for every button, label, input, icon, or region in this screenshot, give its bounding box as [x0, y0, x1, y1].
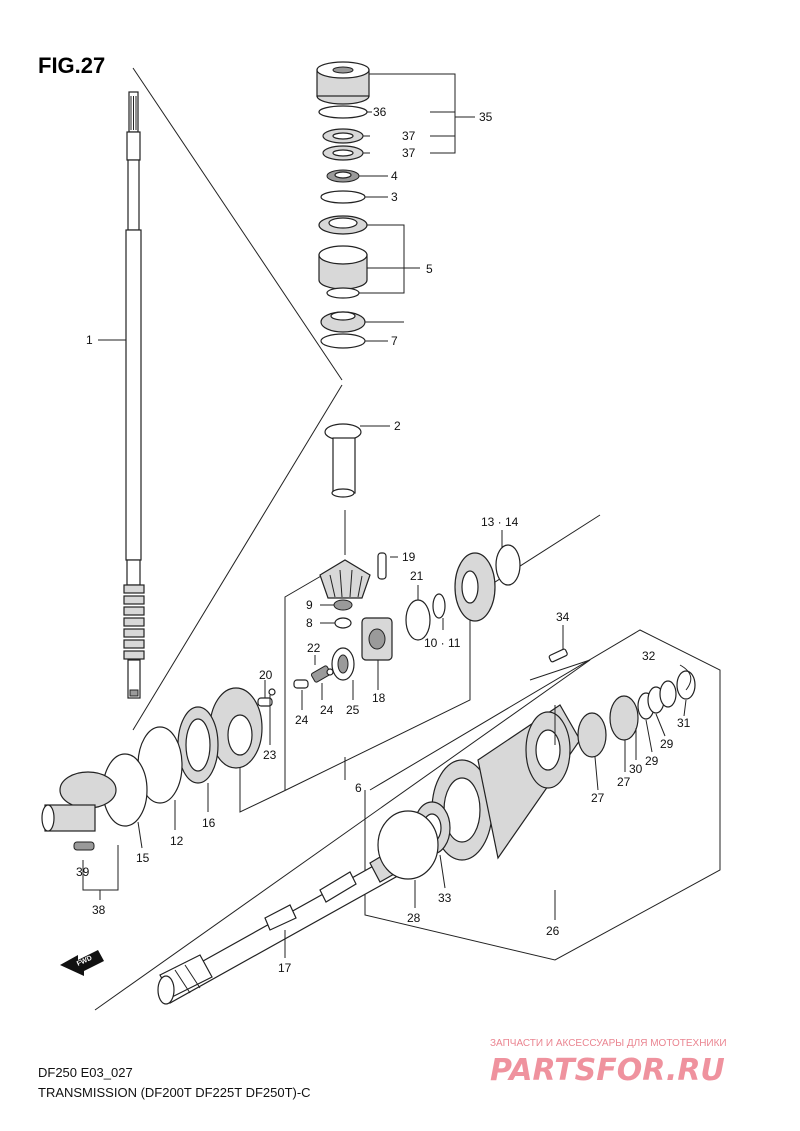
callout-27b: 27	[617, 775, 631, 789]
fwd-arrow-icon: FWD	[60, 950, 104, 976]
callout-13-14: 13 · 14	[481, 515, 519, 529]
lower-left-parts	[41, 687, 263, 851]
callout-36: 36	[373, 105, 387, 119]
callout-35: 35	[479, 110, 493, 124]
callout-29a: 29	[645, 754, 659, 768]
diagram-caption: TRANSMISSION (DF200T DF225T DF250T)-C	[38, 1085, 311, 1100]
callout-22: 22	[307, 641, 321, 655]
callout-39: 39	[76, 865, 90, 879]
callout-37b: 37	[402, 146, 416, 160]
callout-27a: 27	[591, 791, 605, 805]
callout-21: 21	[410, 569, 424, 583]
bearing-housing	[377, 648, 696, 880]
callout-24b: 24	[320, 703, 334, 717]
callout-3: 3	[391, 190, 398, 204]
callout-23: 23	[263, 748, 277, 762]
callout-12: 12	[170, 834, 184, 848]
callout-16: 16	[202, 816, 216, 830]
callout-17: 17	[278, 961, 292, 975]
callout-15: 15	[136, 851, 150, 865]
callout-9: 9	[306, 598, 313, 612]
callout-32: 32	[642, 649, 656, 663]
callout-labels: 1 2 3 4 5 6 7 8 9 10 · 11 12 13 · 14 15 …	[76, 105, 691, 975]
callout-1: 1	[86, 333, 93, 347]
callout-5: 5	[426, 262, 433, 276]
callout-18: 18	[372, 691, 386, 705]
figure-title: FIG.27	[38, 53, 105, 78]
watermark-brand-logo: PARTSFOR.RU	[490, 1053, 725, 1088]
callout-10-11: 10 · 11	[424, 636, 461, 650]
callout-38: 38	[92, 903, 106, 917]
callout-7: 7	[391, 334, 398, 348]
callout-34: 34	[556, 610, 570, 624]
watermark-tagline: ЗАПЧАСТИ И АКСЕССУАРЫ ДЛЯ МОТОТЕХНИКИ	[490, 1038, 727, 1049]
callout-24a: 24	[295, 713, 309, 727]
upper-bearing-stack	[316, 61, 370, 498]
leader-lines	[82, 73, 687, 958]
callout-33: 33	[438, 891, 452, 905]
guide-lines	[94, 67, 721, 1011]
diagram-code: DF250 E03_027	[38, 1065, 133, 1080]
callout-2: 2	[394, 419, 401, 433]
callout-8: 8	[306, 616, 313, 630]
callout-29b: 29	[660, 737, 674, 751]
callout-28: 28	[407, 911, 421, 925]
callout-4: 4	[391, 169, 398, 183]
callout-37a: 37	[402, 129, 416, 143]
gear-cluster	[257, 544, 521, 707]
drive-shaft	[123, 91, 145, 699]
callout-20: 20	[259, 668, 273, 682]
callout-19: 19	[402, 550, 416, 564]
callout-31: 31	[677, 716, 691, 730]
callout-30: 30	[629, 762, 643, 776]
callout-26: 26	[546, 924, 560, 938]
watermark: ЗАПЧАСТИ И АКСЕССУАРЫ ДЛЯ МОТОТЕХНИКИ PA…	[490, 1038, 727, 1088]
propeller-shaft	[157, 839, 431, 1005]
callout-6: 6	[355, 781, 362, 795]
callout-25: 25	[346, 703, 360, 717]
